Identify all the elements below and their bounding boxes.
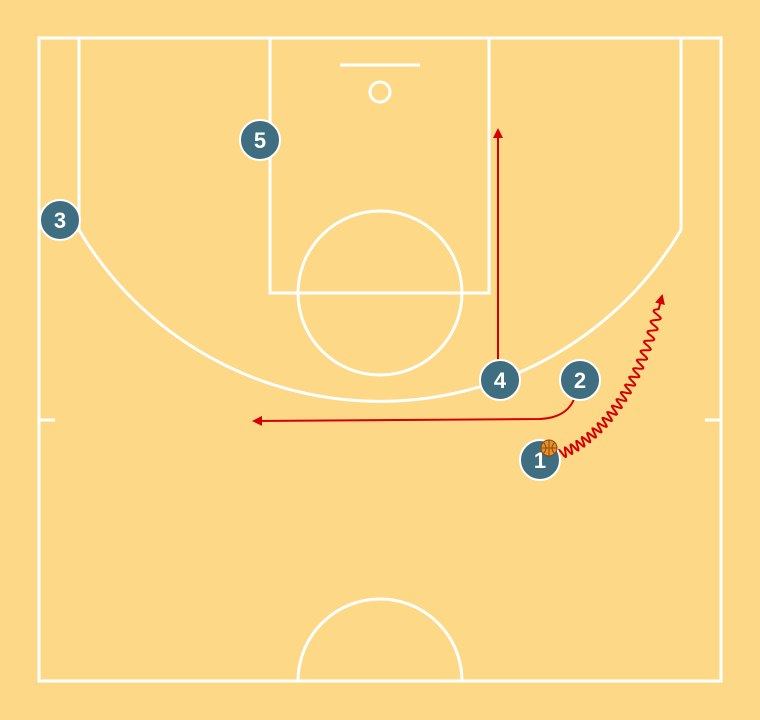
paint-lane (268, 36, 491, 295)
player-3-label: 3 (54, 208, 66, 233)
basketball-icon (540, 439, 558, 457)
player-1-dribble-arrowhead (655, 294, 665, 305)
player-3-marker (39, 199, 81, 241)
court-boundary (37, 36, 723, 683)
movements (252, 128, 665, 461)
player-2: 2 (559, 359, 601, 401)
player-1-dribble-arrow (555, 295, 663, 461)
player-1-label: 1 (534, 448, 546, 473)
player-2-label: 2 (574, 368, 586, 393)
three-point-arc (77, 229, 683, 403)
court-lines (37, 36, 723, 683)
players: 5 3 4 2 1 (39, 119, 601, 481)
player-5-label: 5 (254, 128, 266, 153)
free-throw-circle (296, 209, 464, 377)
player-4-label: 4 (494, 368, 507, 393)
player-2-cut-arrow (252, 392, 577, 426)
player-3: 3 (39, 199, 81, 241)
player-5-marker (239, 119, 281, 161)
player-1: 1 (519, 439, 561, 481)
basket-rim (368, 80, 392, 104)
player-2-marker (559, 359, 601, 401)
center-circle (296, 597, 464, 682)
player-5: 5 (239, 119, 281, 161)
player-4: 4 (479, 359, 521, 401)
player-4-marker (479, 359, 521, 401)
